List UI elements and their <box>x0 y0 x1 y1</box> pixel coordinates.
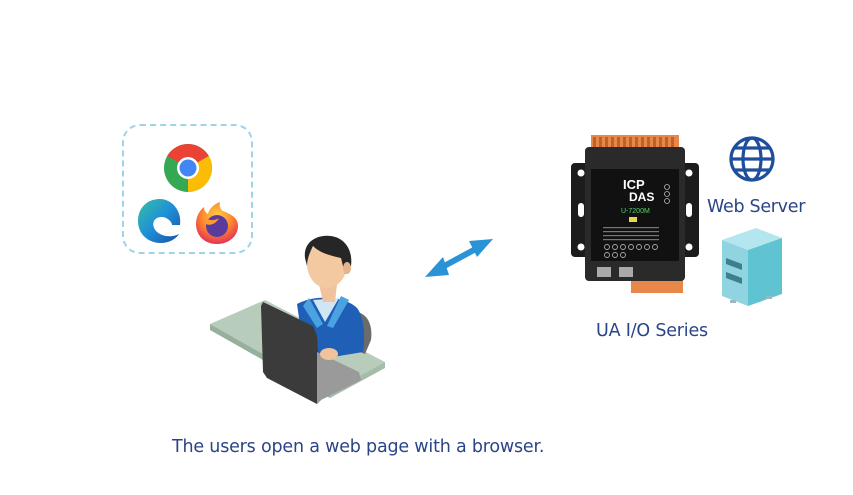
browser-group <box>122 124 253 254</box>
server-icon <box>722 228 782 306</box>
svg-text:DAS: DAS <box>629 190 654 204</box>
ua-io-device: ICP DAS U-7200M <box>571 135 699 293</box>
device-model-text: U-7200M <box>621 208 650 215</box>
globe-icon <box>729 136 775 182</box>
chrome-icon <box>164 143 213 192</box>
edge-icon <box>138 199 181 243</box>
web-server-label: Web Server <box>707 197 806 217</box>
diagram-caption: The users open a web page with a browser… <box>172 437 545 457</box>
bidirectional-arrow-icon <box>425 239 493 277</box>
person-at-laptop-illustration <box>210 235 385 404</box>
device-brand-text: ICP <box>623 177 645 192</box>
firefox-icon <box>196 202 238 244</box>
ua-io-series-label: UA I/O Series <box>596 321 708 341</box>
